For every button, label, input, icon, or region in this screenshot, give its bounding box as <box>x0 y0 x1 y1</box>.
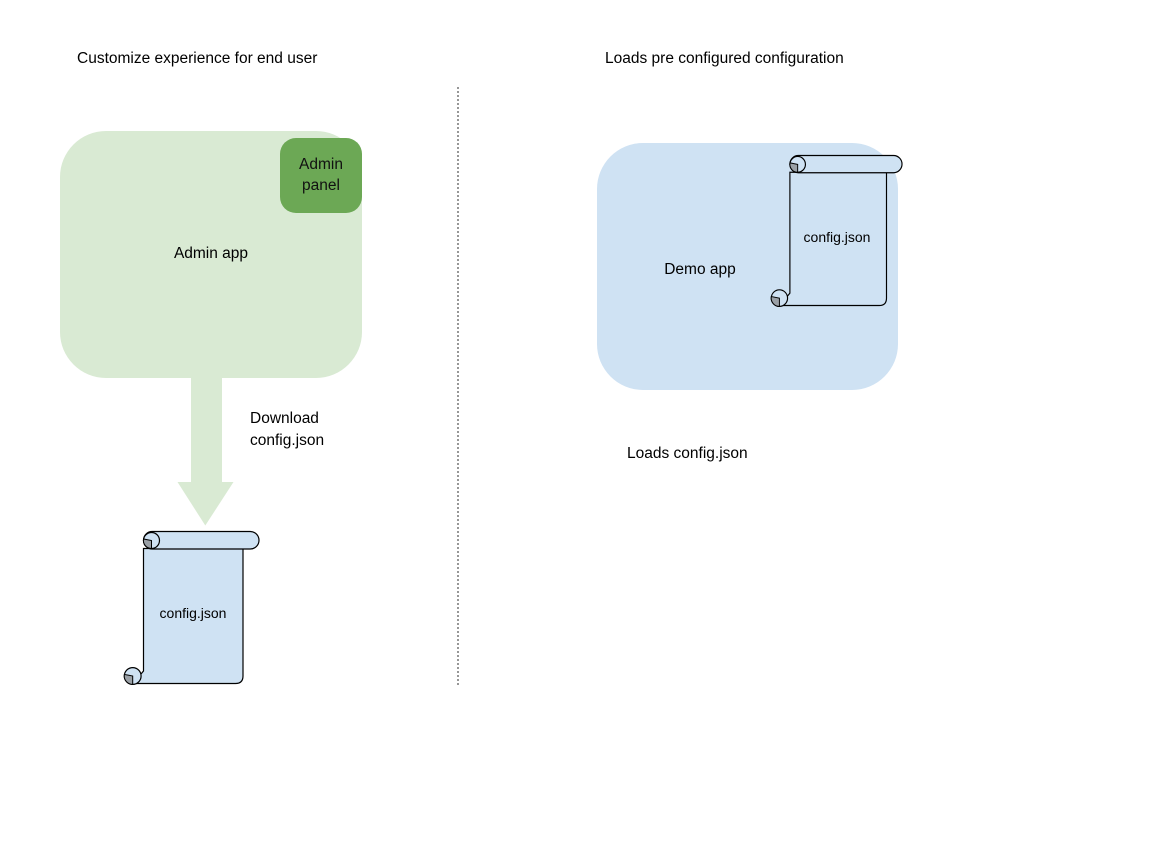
scroll-shape-icon <box>770 154 903 307</box>
config-json-label: config.json <box>803 229 871 245</box>
loads-config-caption: Loads config.json <box>627 445 748 462</box>
config-json-scroll-left: config.json <box>123 530 260 685</box>
admin-app-label: Admin app <box>173 245 249 262</box>
right-section-heading: Loads pre configured configuration <box>605 50 844 67</box>
left-section-heading: Customize experience for end user <box>77 50 318 67</box>
config-json-label: config.json <box>159 605 227 621</box>
dotted-divider <box>457 87 459 685</box>
admin-panel-box: Admin panel <box>280 138 362 213</box>
admin-panel-label: Admin panel <box>299 156 343 194</box>
demo-app-label: Demo app <box>664 261 736 278</box>
config-json-scroll-right: config.json <box>770 154 903 307</box>
scroll-shape-icon <box>123 530 260 685</box>
download-config-caption: Download config.json <box>250 410 325 449</box>
down-arrow-icon <box>177 377 234 526</box>
